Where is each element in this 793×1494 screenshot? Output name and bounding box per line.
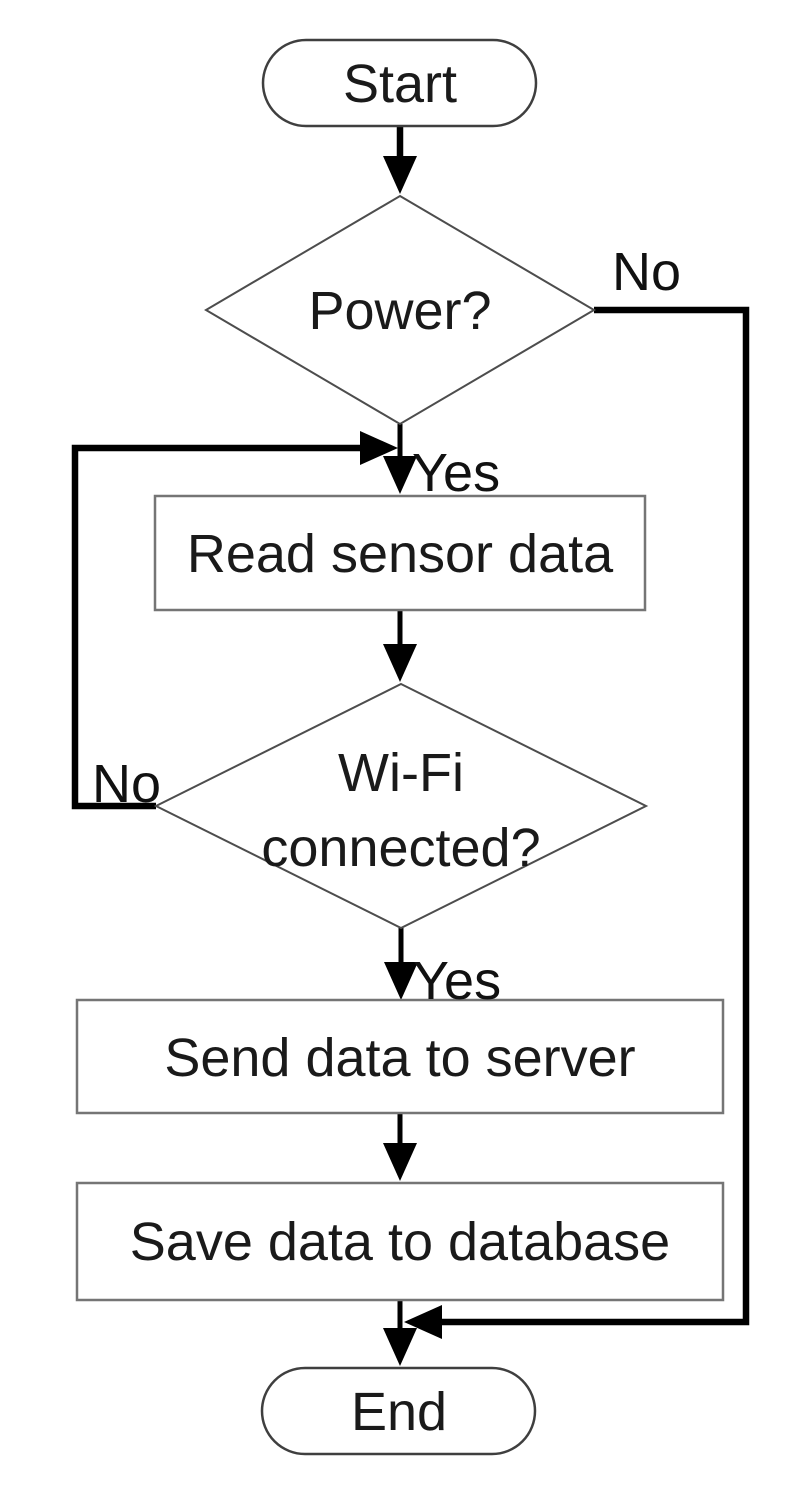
end-label: End xyxy=(351,1382,447,1442)
wifi-decision-shape xyxy=(153,682,649,930)
edge-label-wifi-yes: Yes xyxy=(413,951,501,1011)
arrow-right-icon xyxy=(360,431,398,465)
node-read: Read sensor data xyxy=(153,494,647,612)
edge-label-power-yes: Yes xyxy=(412,443,500,503)
edge-save-end xyxy=(383,1300,417,1366)
power-decision-shape xyxy=(204,194,596,426)
arrow-down-icon xyxy=(383,156,417,194)
save-process-shape xyxy=(75,1181,725,1302)
end-terminator-shape xyxy=(260,1366,537,1456)
start-terminator-shape xyxy=(261,38,538,128)
edge-label-power-no: No xyxy=(612,242,681,302)
edge-send-save xyxy=(383,1113,417,1181)
edge-wifi-read xyxy=(71,431,398,810)
edge-power-read xyxy=(383,424,417,494)
edge-read-wifi xyxy=(383,610,417,682)
edge-wifi-read-shaft xyxy=(71,444,362,810)
save-label: Save data to database xyxy=(130,1212,670,1272)
send-process-shape xyxy=(75,998,725,1115)
edge-power-end xyxy=(404,306,750,1339)
read-process-shape xyxy=(153,494,647,612)
node-power: Power? xyxy=(204,194,596,426)
arrow-down-icon xyxy=(383,1143,417,1181)
read-label: Read sensor data xyxy=(187,524,614,584)
edge-start-power xyxy=(383,126,417,194)
node-end: End xyxy=(260,1366,537,1456)
edge-wifi-send xyxy=(384,928,418,1000)
arrow-down-icon xyxy=(383,644,417,682)
wifi-label-line1: Wi-Fi xyxy=(338,743,464,803)
edge-label-wifi-no: No xyxy=(92,754,161,814)
start-label: Start xyxy=(343,54,457,114)
send-label: Send data to server xyxy=(164,1028,635,1088)
power-label: Power? xyxy=(308,281,491,341)
edge-power-end-shaft xyxy=(440,306,750,1326)
arrow-left-icon xyxy=(404,1305,442,1339)
arrow-down-icon xyxy=(383,1328,417,1366)
node-start: Start xyxy=(261,38,538,128)
wifi-label-line2: connected? xyxy=(261,818,540,878)
node-send: Send data to server xyxy=(75,998,725,1115)
node-wifi: Wi-Fi connected? xyxy=(153,682,649,930)
arrow-down-icon xyxy=(384,962,418,1000)
arrow-down-icon xyxy=(383,456,417,494)
node-save: Save data to database xyxy=(75,1181,725,1302)
